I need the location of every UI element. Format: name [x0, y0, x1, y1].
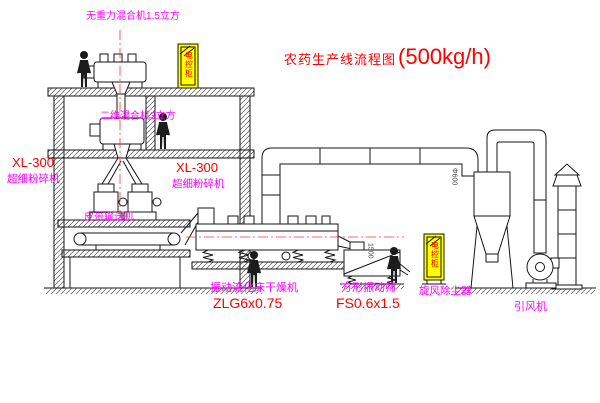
- label-mill-mid-model: XL-300: [176, 160, 218, 175]
- exhaust-duct: [261, 147, 479, 225]
- control-cabinet-right: [422, 233, 446, 285]
- dim-duct-diameter: Φ600: [450, 168, 458, 186]
- label-mill-left-model: XL-300: [12, 155, 54, 170]
- label-cyclone: 旋风除尘器: [419, 285, 472, 297]
- belt-conveyor: [73, 212, 199, 250]
- cabinet-top-text: 电控柜: [184, 51, 194, 78]
- label-belt-conveyor: 皮带输送机: [84, 212, 134, 223]
- pulverizer-left: [89, 183, 128, 221]
- cabinet-right-text: 电控柜: [430, 241, 440, 268]
- centerlines: [119, 30, 404, 238]
- exhaust-stack: [551, 163, 583, 290]
- title-capacity: (500kg/h): [398, 44, 491, 69]
- label-2d-mixer: 二维混合机3立方: [100, 111, 176, 122]
- title-text: 农药生产线流程图: [284, 52, 397, 67]
- label-mill-left-name: 超细粉碎机: [7, 173, 60, 185]
- two-dimensional-mixer: [89, 117, 145, 187]
- control-cabinet-top: [177, 43, 199, 89]
- dim-sieve-feed: 1500: [366, 243, 374, 259]
- label-dryer-name: 振动流化床干燥机: [210, 282, 298, 294]
- worker-figure: [77, 51, 91, 87]
- label-sieve-name: 方形振动筛: [341, 282, 396, 294]
- label-gravity-mixer: 无重力混合机1.5立方: [86, 11, 180, 22]
- label-sieve-model: FS0.6x1.5: [336, 295, 400, 311]
- cyclone-separator: [470, 129, 547, 289]
- gravity-free-mixer: [83, 53, 147, 119]
- label-fan: 引风机: [514, 301, 547, 313]
- building-structure: [47, 87, 255, 289]
- ground: [44, 287, 596, 294]
- label-mill-mid-name: 超细粉碎机: [172, 178, 225, 190]
- diagram-title: 农药生产线流程图 (500kg/h): [284, 44, 491, 70]
- induced-draft-fan: [525, 253, 560, 289]
- label-dryer-model: ZLG6x0.75: [213, 295, 283, 311]
- pulverizer-right: [123, 183, 162, 221]
